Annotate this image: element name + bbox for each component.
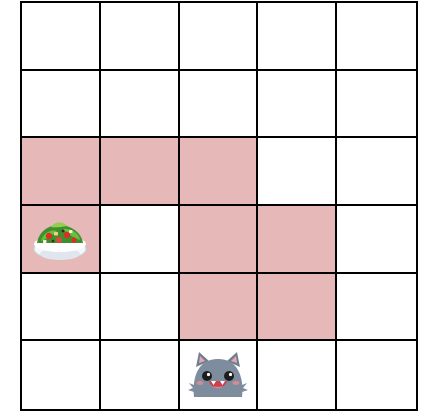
grid-cell-r3-c4[interactable] [337,206,416,274]
grid-cell-r4-c1[interactable] [101,274,180,342]
grid-cell-r3-c1[interactable] [101,206,180,274]
grid-cell-r0-c4[interactable] [337,3,416,71]
grid-cell-r4-c3[interactable] [258,274,337,342]
game-board [20,1,418,411]
grid-cell-r4-c4[interactable] [337,274,416,342]
grid-cell-r2-c0[interactable] [22,138,101,206]
grid-cell-r5-c4[interactable] [337,341,416,409]
grid-cell-r3-c3[interactable] [258,206,337,274]
grid-cell-r1-c0[interactable] [22,71,101,139]
grid-cell-r0-c1[interactable] [101,3,180,71]
grid-cell-r0-c3[interactable] [258,3,337,71]
grid-cell-r1-c3[interactable] [258,71,337,139]
grid-cell-r5-c3[interactable] [258,341,337,409]
grid-cell-r0-c2[interactable] [180,3,259,71]
grid-cell-r1-c4[interactable] [337,71,416,139]
grid-cell-r2-c1[interactable] [101,138,180,206]
salad-bowl-icon [29,213,91,265]
grid-cell-r5-c1[interactable] [101,341,180,409]
grid-cell-r3-c0[interactable] [22,206,101,274]
grid-cell-r0-c0[interactable] [22,3,101,71]
grid-cell-r3-c2[interactable] [180,206,259,274]
grid-cell-r5-c2[interactable] [180,341,259,409]
grid-cell-r1-c1[interactable] [101,71,180,139]
grid-cell-r5-c0[interactable] [22,341,101,409]
gray-cat-monster-icon [187,349,249,401]
grid-cell-r2-c2[interactable] [180,138,259,206]
grid-cell-r4-c2[interactable] [180,274,259,342]
grid-cell-r2-c4[interactable] [337,138,416,206]
grid-cell-r2-c3[interactable] [258,138,337,206]
grid-cell-r4-c0[interactable] [22,274,101,342]
grid-cell-r1-c2[interactable] [180,71,259,139]
